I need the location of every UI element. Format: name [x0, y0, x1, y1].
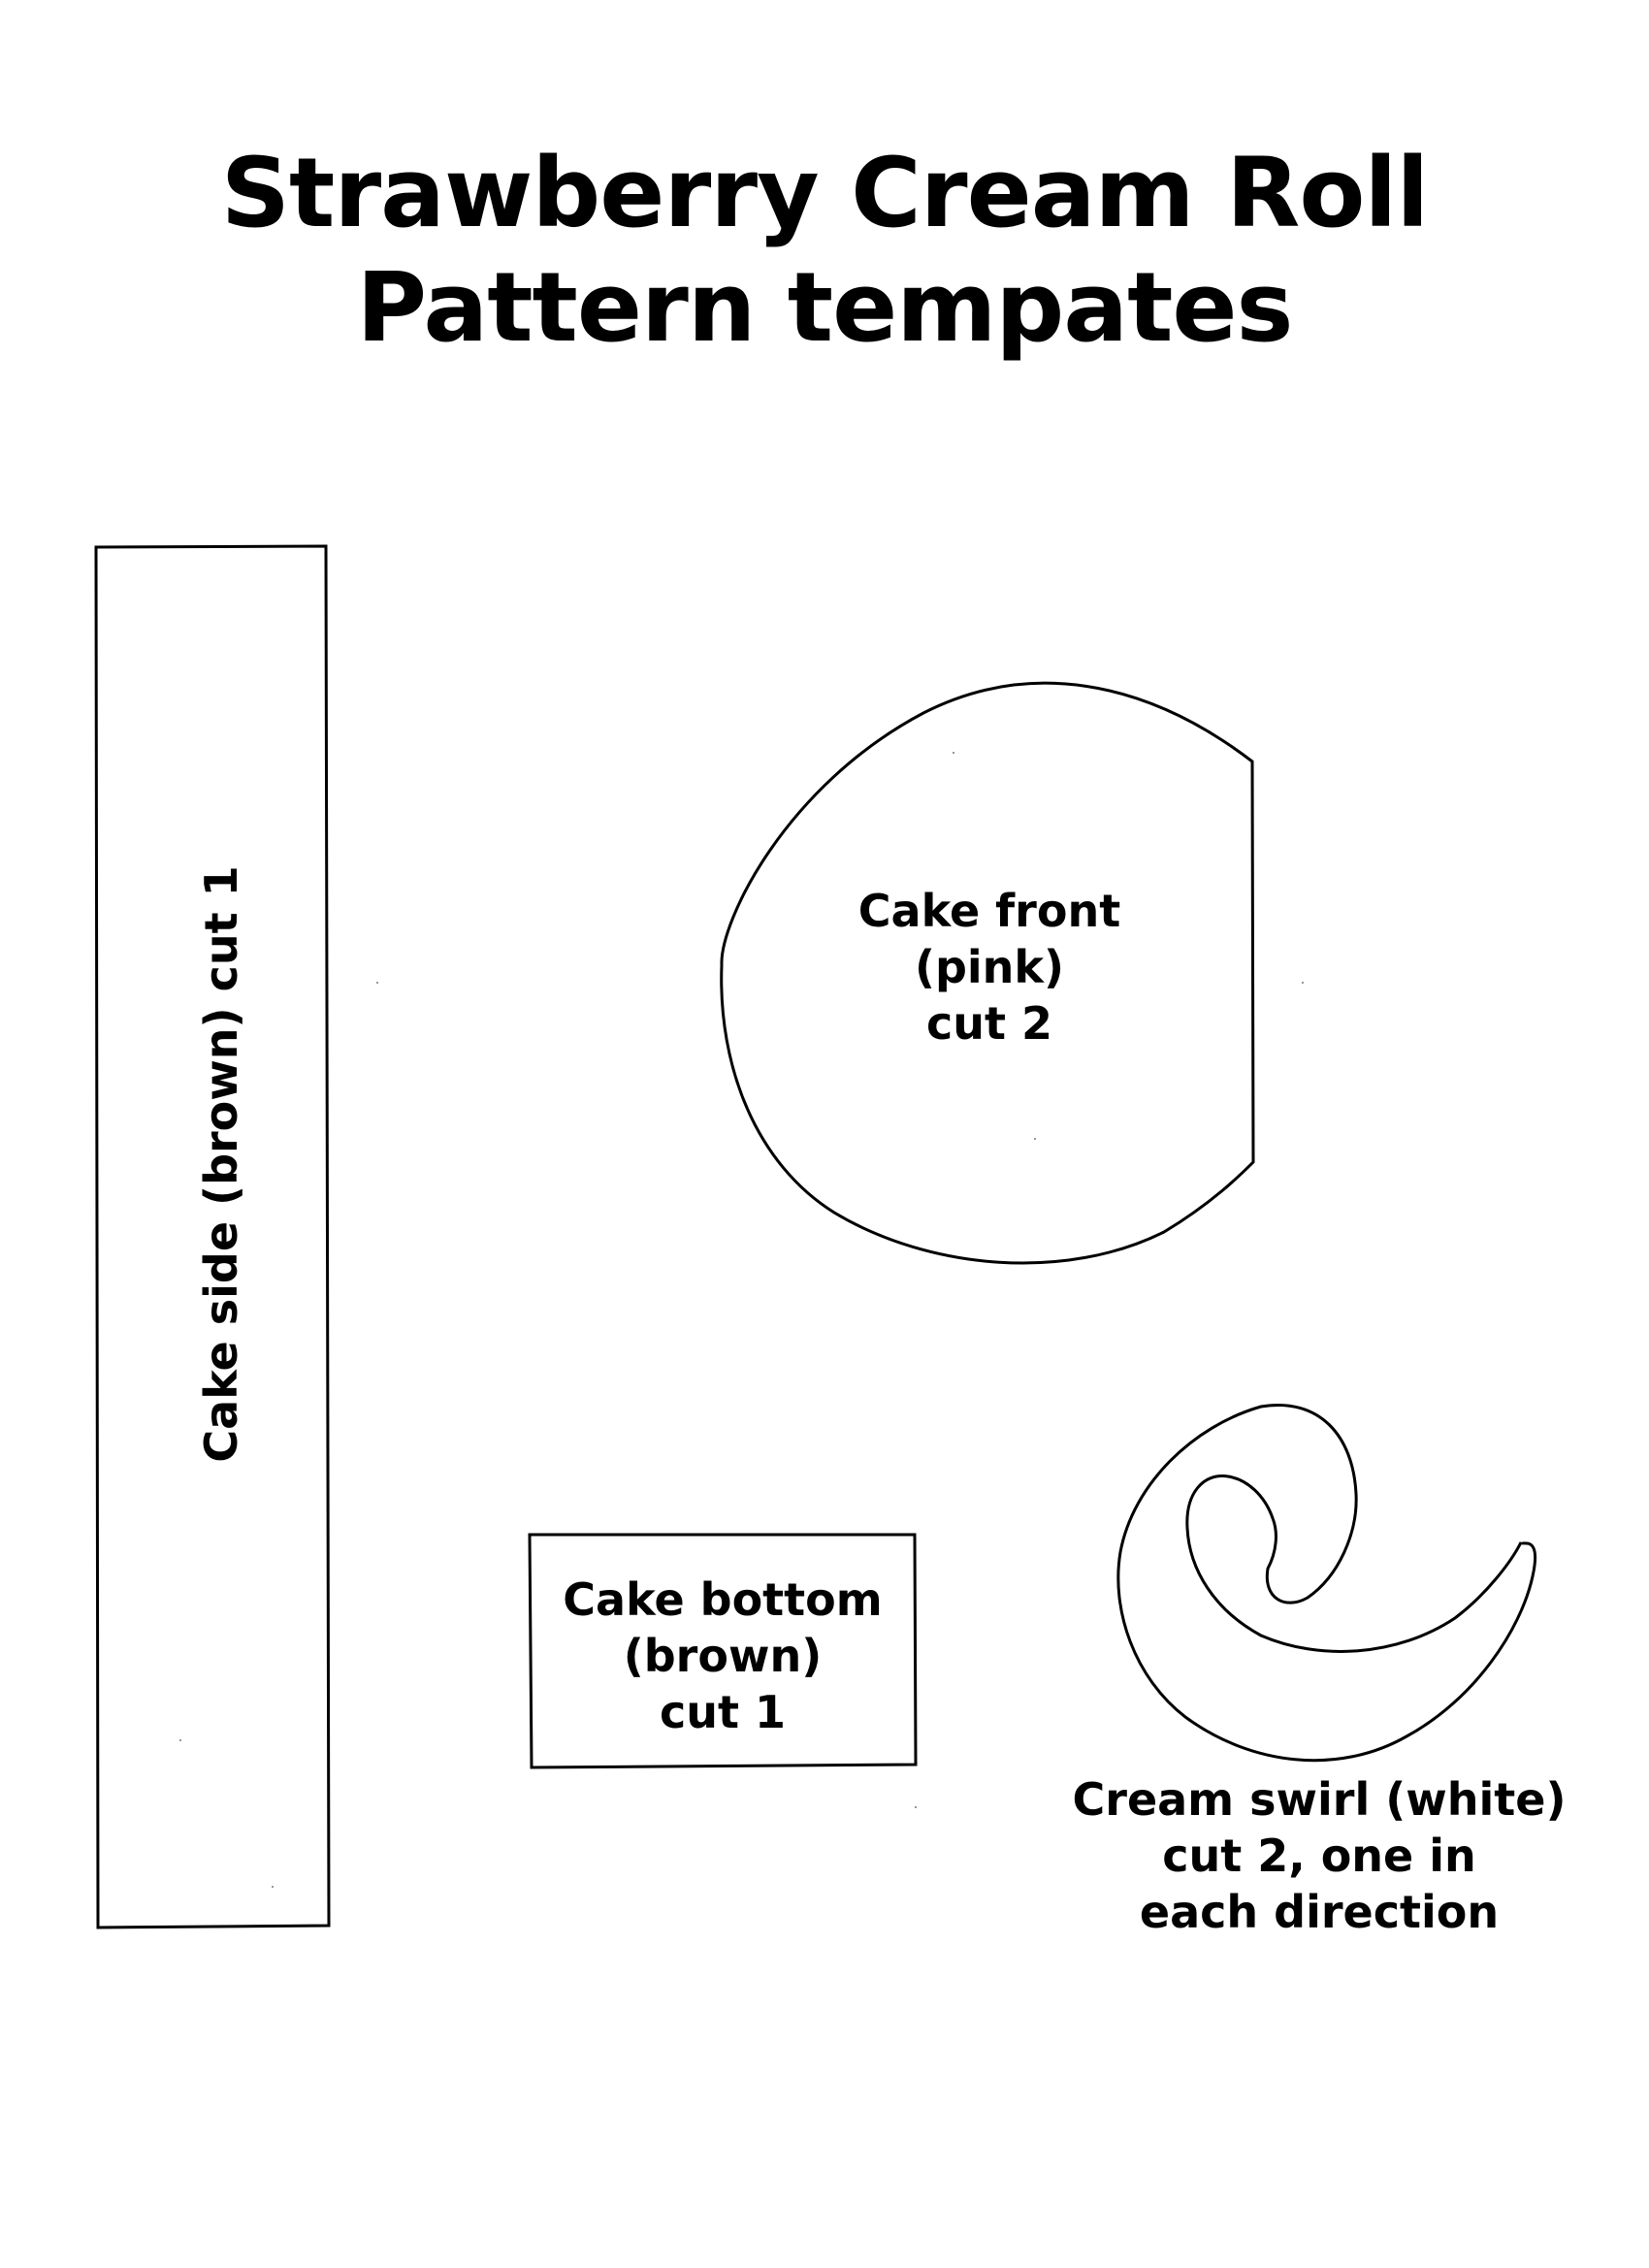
cake-bottom-label-line-3: cut 1: [659, 1686, 787, 1738]
scan-speck: [1034, 1138, 1036, 1140]
cream-swirl-label-line-3: each direction: [1139, 1886, 1500, 1938]
page-title-line-2: Pattern tempates: [356, 252, 1294, 364]
scan-speck: [376, 982, 378, 984]
cake-bottom-label: Cake bottom (brown) cut 1: [543, 1571, 902, 1740]
cake-bottom-label-line-2: (brown): [623, 1630, 823, 1682]
cake-front-label-line-2: (pink): [914, 941, 1065, 993]
cake-front-label: Cake front (pink) cut 2: [805, 883, 1174, 1052]
cake-side-label: Cake side (brown) cut 1: [195, 865, 247, 1463]
page-title-line-1: Strawberry Cream Roll: [220, 138, 1430, 249]
cake-front-label-line-1: Cake front: [857, 885, 1121, 937]
cake-front-template: [720, 681, 1255, 1265]
cream-swirl-template: [1116, 1404, 1537, 1763]
cream-swirl-label-line-2: cut 2, one in: [1162, 1830, 1476, 1882]
cake-bottom-template: [528, 1533, 918, 1769]
scan-speck: [915, 1806, 917, 1808]
cake-front-label-line-3: cut 2: [925, 997, 1053, 1050]
cream-swirl-label-line-1: Cream swirl (white): [1072, 1773, 1567, 1826]
cream-swirl-label: Cream swirl (white) cut 2, one in each d…: [1048, 1771, 1591, 1940]
scan-speck: [1302, 982, 1304, 984]
scan-speck: [179, 1739, 181, 1741]
cake-bottom-label-line-1: Cake bottom: [563, 1573, 883, 1626]
cake-side-template: [94, 544, 331, 1929]
scan-speck: [272, 1886, 274, 1888]
scan-speck: [953, 752, 954, 754]
